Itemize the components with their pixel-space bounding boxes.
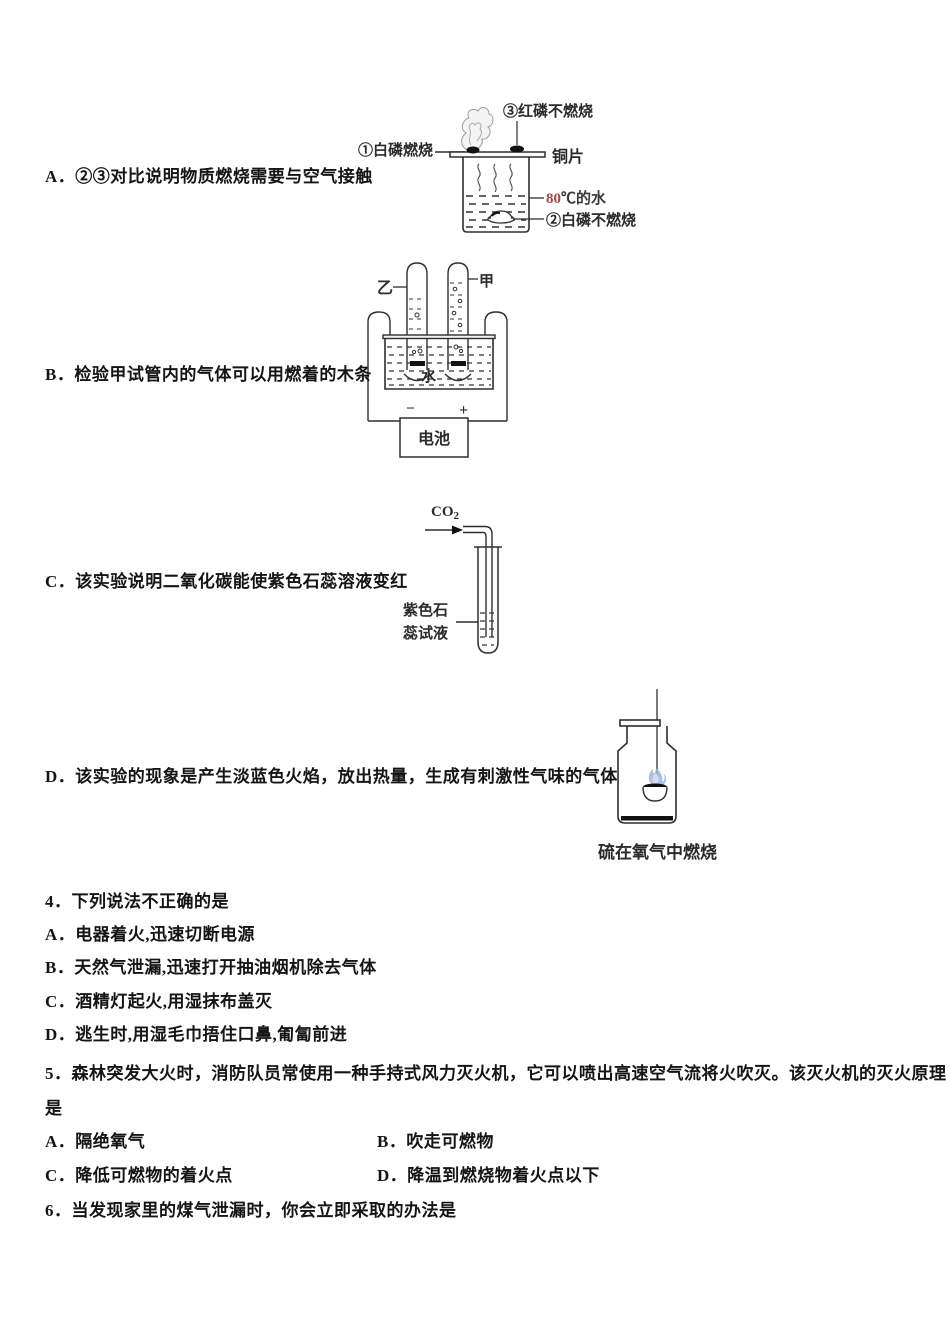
- q4-stem: 4．下列说法不正确的是: [45, 892, 229, 911]
- label-white-phosphorus-burn: ①白磷燃烧: [358, 141, 433, 159]
- water-temp-number: 80: [546, 191, 561, 207]
- tube-left-foot: [403, 373, 431, 382]
- tube-water-dashes: [409, 282, 466, 332]
- gas-bubbles: [411, 286, 464, 355]
- beaker-outline: [462, 157, 530, 233]
- sulfur-in-oxygen-diagram: 硫在氧气中燃烧: [598, 689, 717, 862]
- q5-stem-line1: 5．森林突发大火时，消防队员常使用一种手持式风力灭火机，它可以喷出高速空气流将火…: [45, 1064, 947, 1083]
- gas-flow-arrow-icon: [425, 525, 463, 535]
- electrode-left: [410, 361, 425, 366]
- q3-option-c: C．该实验说明二氧化碳能使紫色石蕊溶液变红: [45, 572, 408, 591]
- q3-option-a: A．②③对比说明物质燃烧需要与空气接触: [45, 167, 373, 186]
- bottle-bottom-water-line: [621, 816, 673, 821]
- smoke-icon: [461, 106, 494, 152]
- tube-right-foot: [444, 373, 472, 382]
- test-tubes: [403, 262, 472, 382]
- q5-stem-line2: 是: [45, 1099, 63, 1118]
- q5-option-b: B．吹走可燃物: [377, 1132, 494, 1151]
- tube-left-outline: [406, 262, 428, 370]
- smoke-wisp: [468, 122, 482, 146]
- q4-option-a: A．电器着火,迅速切断电源: [45, 925, 256, 944]
- glass-lid: [619, 719, 661, 727]
- litmus-liquid-dashes: [480, 612, 496, 646]
- battery-label: 电池: [418, 429, 450, 448]
- water-temp-rest: ℃的水: [561, 189, 607, 207]
- label-litmus-line1: 紫色石: [403, 601, 448, 619]
- tube-right-outline: [447, 262, 469, 370]
- red-phosphorus-on-plate: [510, 145, 524, 153]
- q4-option-d: D．逃生时,用湿毛巾捂住口鼻,匍匐前进: [45, 1025, 348, 1044]
- label-red-phosphorus-no-burn: ③红磷不燃烧: [503, 102, 593, 120]
- label-copper-plate: 铜片: [552, 147, 584, 166]
- q4-option-c: C．酒精灯起火,用湿抹布盖灭: [45, 992, 273, 1011]
- label-tube-yi: 乙: [377, 280, 393, 297]
- co2-main: CO: [431, 504, 454, 520]
- delivery-tube: [463, 525, 493, 637]
- label-co2: CO2: [431, 504, 460, 522]
- label-hot-water: 80℃的水: [546, 189, 607, 207]
- q3-option-d: D．该实验的现象是产生淡蓝色火焰，放出热量，生成有刺激性气味的气体: [45, 767, 618, 786]
- hot-vapor-lines: [477, 163, 513, 193]
- trough-water-dashes: [387, 346, 491, 386]
- plus-terminal-label: +: [459, 402, 468, 419]
- litmus-test-tube: [474, 546, 502, 654]
- trough: [382, 334, 496, 390]
- co2-litmus-diagram: CO2 紫色石 蕊试液: [403, 504, 502, 654]
- co2-subscript: 2: [454, 510, 460, 522]
- q3-option-b: B．检验甲试管内的气体可以用燃着的木条: [45, 365, 372, 384]
- sulfur-caption: 硫在氧气中燃烧: [598, 842, 717, 862]
- copper-plate: [449, 151, 546, 158]
- label-litmus-line2: 蕊试液: [403, 624, 449, 642]
- gas-bottle-outline: [617, 726, 677, 824]
- label-tube-jia: 甲: [479, 273, 494, 290]
- q5-option-a: A．隔绝氧气: [45, 1132, 146, 1151]
- q5-option-d: D．降温到燃烧物着火点以下: [377, 1166, 600, 1185]
- white-phosphorus-on-plate: [466, 146, 480, 154]
- white-phosphorus-underwater: [487, 210, 515, 224]
- battery-box: [399, 417, 469, 458]
- combustion-spoon: [642, 783, 668, 802]
- q5-option-c: C．降低可燃物的着火点: [45, 1166, 233, 1185]
- minus-terminal-label: −: [406, 401, 415, 417]
- electrode-right: [451, 361, 466, 366]
- label-white-phosphorus-no-burn: ②白磷不燃烧: [546, 211, 636, 229]
- q4-option-b: B．天然气泄漏,迅速打开抽油烟机除去气体: [45, 958, 377, 977]
- q6-stem: 6．当发现家里的煤气泄漏时，你会立即采取的办法是: [45, 1201, 457, 1220]
- circuit-wires: [367, 311, 508, 422]
- phosphorus-experiment-diagram: ③红磷不燃烧 ①白磷燃烧 铜片 80℃的水: [358, 102, 636, 233]
- label-water: 水: [421, 367, 437, 385]
- smoke-puff: [461, 106, 494, 152]
- electrolysis-diagram: 乙 甲: [367, 262, 508, 458]
- blue-flame-icon: [648, 768, 667, 787]
